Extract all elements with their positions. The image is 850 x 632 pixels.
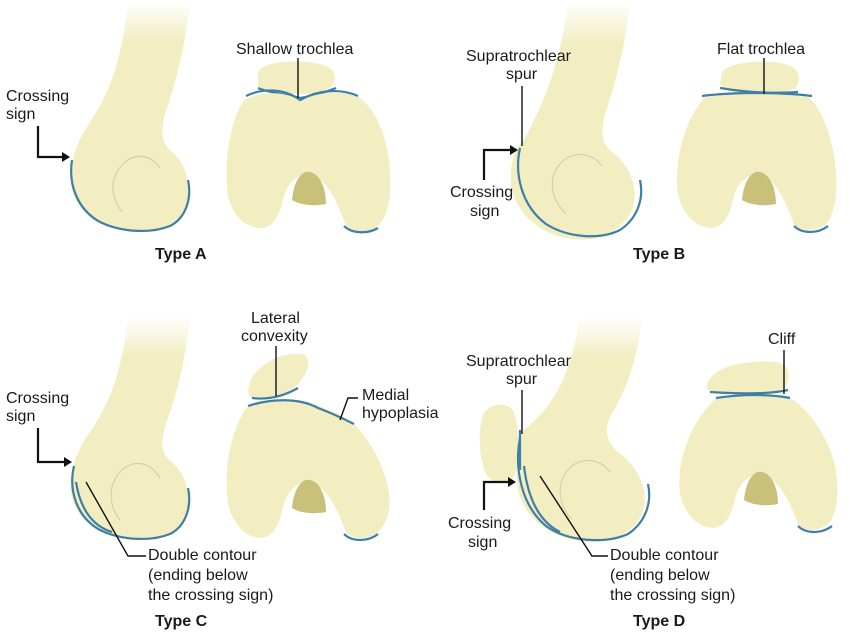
crossing-sign-arrowhead-b — [510, 145, 518, 155]
panel-type-b: Supratrochlear spur Crossing sign Flat t… — [450, 0, 837, 263]
crossing-sign-arrowhead-a — [62, 152, 70, 162]
supratrochlear-spur-label-b-line1: Supratrochlear — [466, 48, 572, 65]
femur-lateral-view-c — [70, 316, 191, 541]
crossing-sign-arrowhead-c — [64, 457, 72, 467]
crossing-sign-label-a-line2: sign — [6, 106, 35, 123]
femur-axial-view-d — [679, 361, 838, 534]
femur-lateral-view-a — [70, 0, 191, 233]
lateral-convexity-label-line2: convexity — [241, 328, 308, 345]
double-contour-leader-d — [539, 475, 608, 557]
supratrochlear-spur-bone-d — [479, 404, 519, 484]
type-b-title: Type B — [633, 246, 685, 263]
double-contour-label-d-line2: (ending below — [610, 567, 710, 584]
cliff-label: Cliff — [768, 331, 796, 348]
femur-axial-view-c — [226, 353, 390, 542]
double-contour-label-d-line1: Double contour — [610, 547, 719, 564]
supratrochlear-spur-label-d-line2: spur — [506, 371, 538, 388]
femur-axial-view-a — [226, 61, 391, 234]
femur-axial-view-b — [677, 61, 837, 234]
supratrochlear-spur-label-d-line1: Supratrochlear — [466, 353, 572, 370]
shallow-trochlea-label: Shallow trochlea — [236, 41, 354, 58]
double-contour-label-c-line2: (ending below — [148, 567, 248, 584]
crossing-sign-label-c-line2: sign — [6, 408, 35, 425]
panel-type-a: Crossing sign Shallow trochlea Type A — [6, 0, 391, 263]
panel-type-c: Crossing sign Lateral convexity Medial h… — [6, 310, 439, 630]
type-a-title: Type A — [155, 246, 207, 263]
femur-lateral-view-b — [510, 0, 643, 240]
crossing-sign-label-b-line1: Crossing — [450, 184, 513, 201]
medial-hypoplasia-leader — [339, 397, 358, 421]
lateral-convexity-label-line1: Lateral — [251, 310, 300, 327]
crossing-sign-label-b-line2: sign — [470, 203, 499, 220]
type-d-title: Type D — [633, 613, 685, 630]
crossing-sign-label-c-line1: Crossing — [6, 390, 69, 407]
crossing-sign-label-d-line1: Crossing — [448, 515, 511, 532]
crossing-sign-arrow-c — [36, 428, 68, 464]
flat-trochlea-label: Flat trochlea — [717, 41, 805, 58]
crossing-sign-label-d-line2: sign — [468, 534, 497, 551]
crossing-sign-arrow-b — [482, 148, 514, 180]
double-contour-leader-c — [85, 481, 146, 557]
double-contour-label-c-line3: the crossing sign) — [148, 587, 273, 604]
medial-hypoplasia-label-line1: Medial — [362, 387, 409, 404]
medial-hypoplasia-label-line2: hypoplasia — [362, 405, 439, 422]
double-contour-label-d-line3: the crossing sign) — [610, 587, 735, 604]
panel-type-d: Supratrochlear spur Crossing sign Cliff … — [448, 316, 838, 630]
double-contour-label-c-line1: Double contour — [148, 547, 257, 564]
crossing-sign-arrow-a — [36, 126, 68, 159]
type-c-title: Type C — [155, 613, 208, 630]
crossing-sign-arrow-d — [482, 480, 512, 510]
crossing-sign-label-a-line1: Crossing — [6, 88, 69, 105]
crossing-sign-arrowhead-d — [508, 477, 516, 487]
femur-lateral-view-d — [516, 316, 651, 542]
supratrochlear-spur-label-b-line2: spur — [506, 66, 538, 83]
